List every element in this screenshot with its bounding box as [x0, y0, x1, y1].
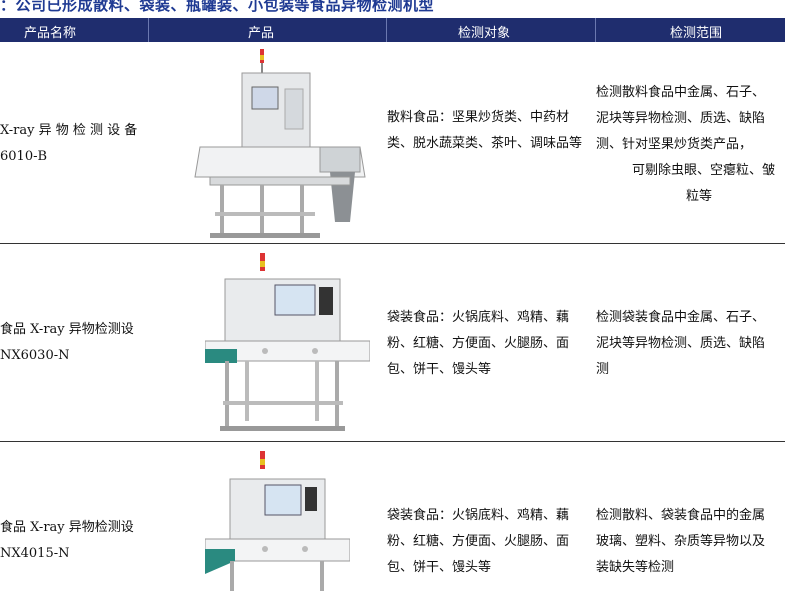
product-name-line1: 食品 X-ray 异物检测设	[0, 322, 134, 337]
xray-small-pack-machine-image	[205, 451, 350, 591]
table-row: 食品 X-ray 异物检测设 NX4015-N 袋装食品：火锅底料、鸡精、藕粉、…	[0, 441, 785, 591]
header-product: 产品	[248, 26, 275, 41]
product-name-line1: X-ray 异 物 检 测 设 备	[0, 123, 138, 138]
table-row: 食品 X-ray 异物检测设 NX6030-N 袋装食品：火锅底料、鸡精、藕粉、…	[0, 243, 785, 442]
product-name-line1: 食品 X-ray 异物检测设	[0, 520, 134, 535]
header-product-name: 产品名称	[24, 26, 77, 41]
header-detect-range: 检测范围	[670, 26, 723, 41]
detect-object-text: 散料食品：坚果炒货类、中药材类、脱水蔬菜类、茶叶、调味品等	[387, 110, 583, 151]
detect-range-text: 检测袋装食品中金属、石子、 泥块等异物检测、质选、缺陷 测	[596, 310, 766, 377]
product-model: NX4015-N	[0, 546, 70, 561]
detect-range-text: 检测散料食品中金属、石子、 泥块等异物检测、质选、缺陷 测、针对坚果炒货类产品，…	[596, 85, 776, 204]
header-detect-object: 检测对象	[458, 26, 511, 41]
table-row: X-ray 异 物 检 测 设 备 6010-B 散料食品：坚果炒货类、中药材类…	[0, 42, 785, 244]
product-model: NX6030-N	[0, 348, 70, 363]
detect-object-text: 袋装食品：火锅底料、鸡精、藕粉、红糖、方便面、火腿肠、面包、饼干、馒头等	[387, 508, 570, 575]
product-model: 6010-B	[0, 149, 48, 164]
table-header: 产品名称 产品 检测对象 检测范围	[0, 18, 785, 42]
detect-object-text: 袋装食品：火锅底料、鸡精、藕粉、红糖、方便面、火腿肠、面包、饼干、馒头等	[387, 310, 570, 377]
xray-bag-machine-image	[205, 253, 370, 431]
detect-range-text: 检测散料、袋装食品中的金属 玻璃、塑料、杂质等异物以及 装缺失等检测	[596, 508, 766, 575]
xray-bulk-machine-image	[194, 49, 366, 238]
table-caption: ：公司已形成散料、袋装、瓶罐装、小包装等食品异物检测机型	[0, 0, 435, 14]
